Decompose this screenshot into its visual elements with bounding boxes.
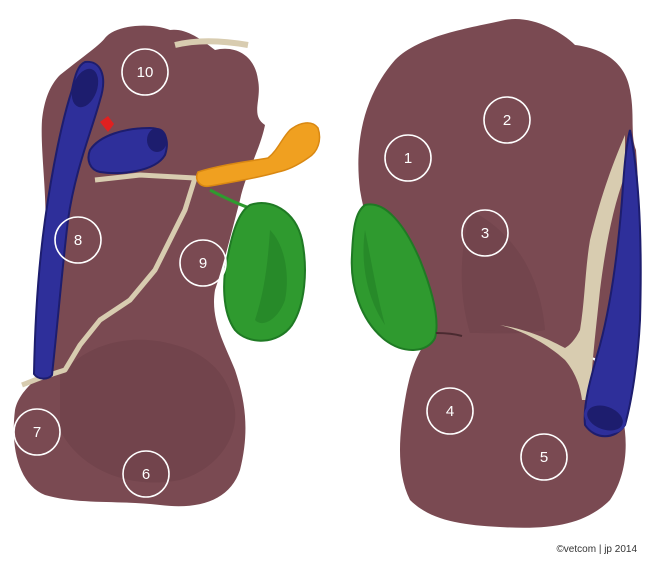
seg-3-label: 3 xyxy=(481,225,489,242)
seg-5-label: 5 xyxy=(540,449,548,466)
seg-2-label: 2 xyxy=(503,112,511,129)
seg-6-label: 6 xyxy=(142,466,150,483)
seg-7-label: 7 xyxy=(33,424,41,441)
left-portal-opening xyxy=(147,128,167,152)
left-top-fissure xyxy=(175,41,248,45)
copyright-text: ©vetcom | jp 2014 xyxy=(556,544,637,555)
seg-9-label: 9 xyxy=(199,255,207,272)
seg-4-label: 4 xyxy=(446,403,454,420)
seg-1-label: 1 xyxy=(404,150,412,167)
seg-10-label: 10 xyxy=(137,64,154,81)
left-liver-view: 10 8 9 7 6 xyxy=(14,26,320,507)
right-liver-view: 2 1 3 4 5 xyxy=(352,19,641,528)
seg-8-label: 8 xyxy=(74,232,82,249)
